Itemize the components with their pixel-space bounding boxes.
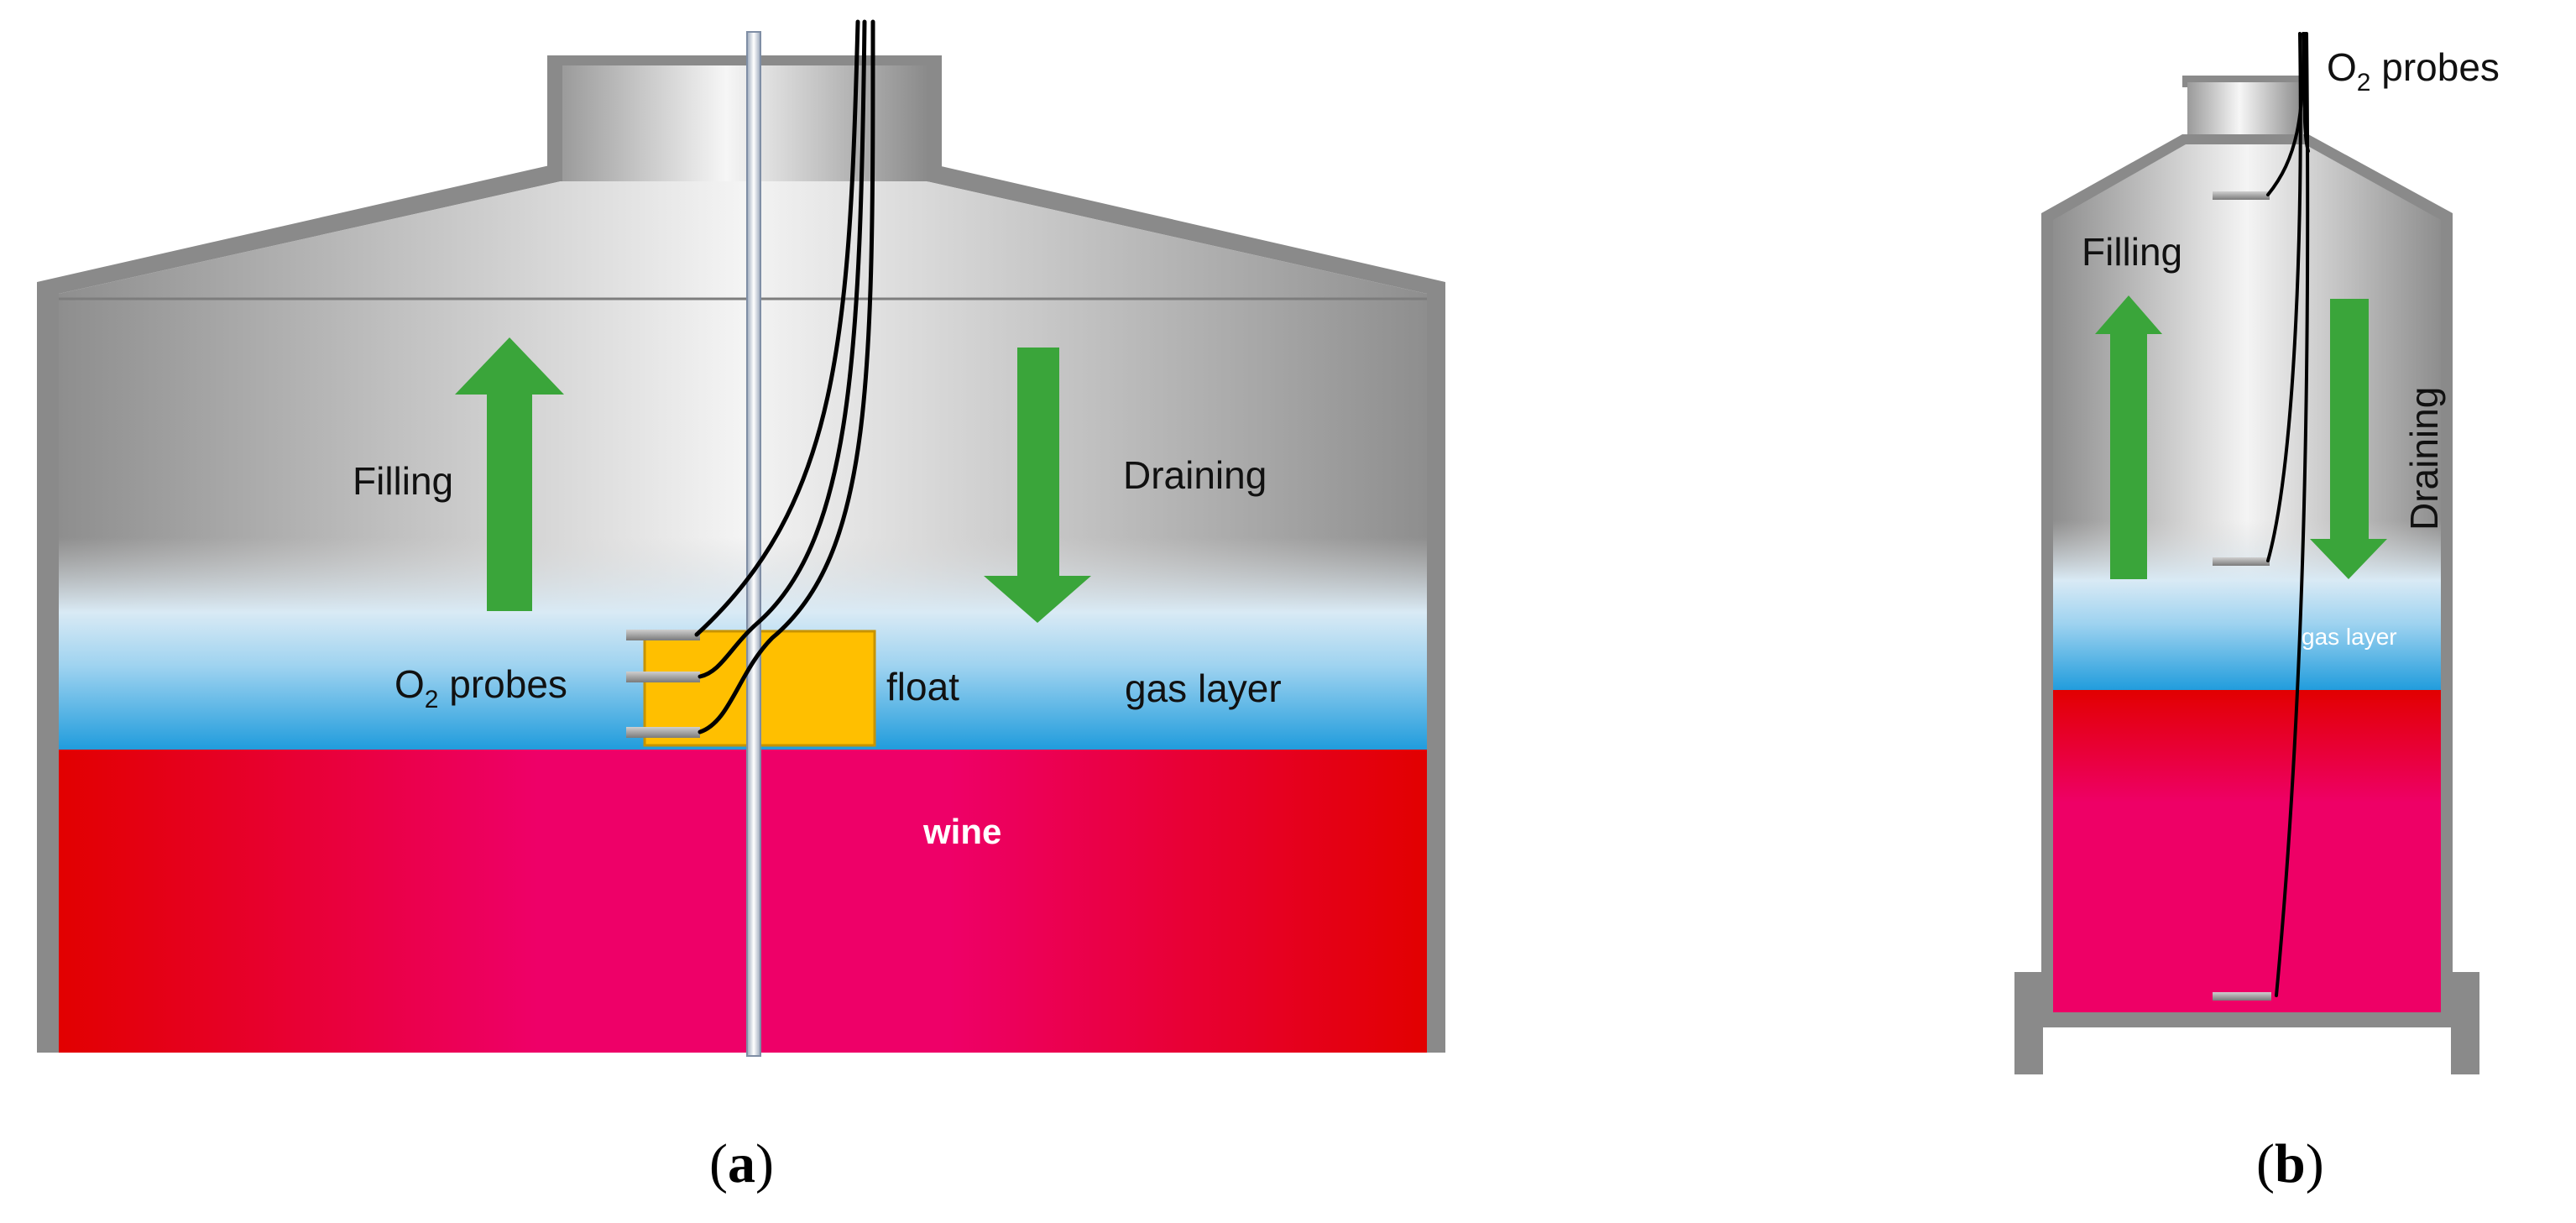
caption-a-close: ) (755, 1133, 774, 1194)
caption-b: (b) (2256, 1133, 2324, 1194)
tank-b-wine (2053, 690, 2441, 1012)
gas-layer-label-a: gas layer (1125, 666, 1282, 710)
float-label: float (886, 665, 959, 708)
panel-a: Filling Draining O2 probes float gas lay… (37, 19, 1445, 1194)
caption-a-letter: a (728, 1133, 755, 1194)
filling-arrow-a (455, 337, 564, 611)
filling-label-b: Filling (2082, 230, 2182, 274)
o2-probes-main: O (394, 662, 425, 706)
tank-a-shell (37, 55, 1445, 1053)
caption-b-letter: b (2275, 1133, 2306, 1194)
o2-probes-b-main: O (2327, 45, 2357, 89)
o2-probes-b-rest: probes (2370, 45, 2499, 89)
caption-a: (a) (709, 1133, 774, 1194)
o2-probes-b-sub: 2 (2357, 69, 2371, 97)
probe-b-bottom (2213, 992, 2271, 1001)
o2-probes-label-b: O2 probes (2327, 45, 2500, 97)
caption-a-open: ( (709, 1133, 728, 1194)
guide-rod (746, 31, 761, 1057)
tank-a-wine (59, 750, 1427, 1053)
draining-arrow-a (984, 348, 1091, 623)
probe-tip-3 (626, 727, 700, 738)
probe-b-middle (2213, 557, 2270, 566)
probe-tip-1 (626, 630, 700, 640)
panel-b: O2 probes Filling Draining gas layer (b) (2014, 32, 2500, 1194)
probe-cables-b (2266, 32, 2310, 997)
o2-probes-sub: 2 (425, 686, 439, 713)
filling-arrow-b (2095, 295, 2162, 579)
gas-layer-label-b: gas layer (2302, 624, 2397, 650)
draining-label-b: Draining (2402, 387, 2446, 530)
o2-probes-rest: probes (438, 662, 567, 706)
draining-arrow-b (2310, 299, 2387, 579)
probe-b-top (2213, 191, 2270, 200)
probe-tip-2 (626, 672, 700, 682)
o2-probes-label-a: O2 probes (394, 662, 567, 713)
wine-label: wine (922, 812, 1001, 851)
caption-b-open: ( (2256, 1133, 2275, 1194)
filling-label-a: Filling (353, 459, 453, 503)
probe-cables-a (694, 19, 875, 734)
caption-b-close: ) (2306, 1133, 2324, 1194)
draining-label-a: Draining (1123, 453, 1267, 497)
